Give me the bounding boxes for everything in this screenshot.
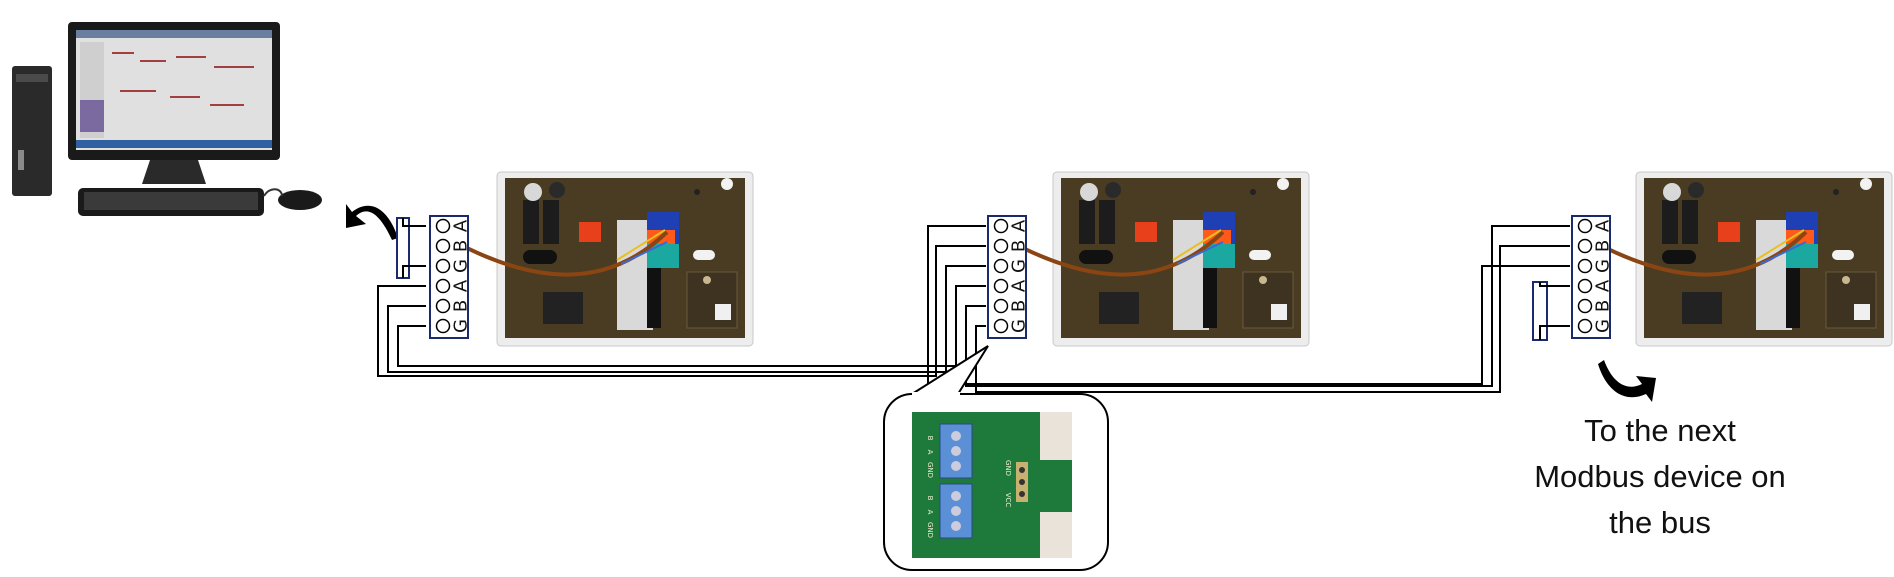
pin-label: B	[1009, 240, 1030, 252]
pin-label: G	[451, 319, 472, 333]
inset-label: A	[926, 510, 934, 515]
desktop-computer-icon	[12, 22, 322, 216]
inset-label: VCC	[1004, 493, 1012, 508]
inset-label: B	[926, 496, 934, 501]
terminal-block-3: A B G A B G	[1571, 215, 1614, 339]
pin-label: A	[451, 219, 472, 232]
pin-label: A	[1593, 219, 1614, 232]
pin-label: G	[1593, 319, 1614, 333]
pin-label: G	[1593, 259, 1614, 273]
connector-callout: B A GND B A GND GND VCC	[883, 345, 1109, 571]
terminal-block-1: A B G A B G	[429, 215, 472, 339]
return-arrow-icon	[346, 204, 398, 240]
connector-board-photo: B A GND B A GND GND VCC	[912, 412, 1072, 558]
inset-label: GND	[1004, 460, 1012, 476]
continue-arrow-icon	[1598, 360, 1656, 402]
terminal-block-2: A B G A B G	[987, 215, 1030, 339]
bus-wiring	[377, 225, 1570, 393]
thermostat-device-1	[465, 170, 755, 348]
inset-label: A	[926, 450, 934, 455]
inset-label: B	[926, 436, 934, 441]
inset-label: GND	[926, 462, 934, 478]
caption-line: To the next	[1584, 413, 1736, 448]
thermostat-device-2	[1021, 170, 1311, 348]
pin-label: B	[1009, 300, 1030, 312]
pin-label: A	[451, 279, 472, 292]
pin-label: G	[1009, 319, 1030, 333]
pin-label: B	[451, 300, 472, 312]
inset-label: GND	[926, 522, 934, 538]
pin-label: B	[451, 240, 472, 252]
pin-label: B	[1593, 240, 1614, 252]
pin-label: A	[1593, 279, 1614, 292]
pin-label: A	[1009, 219, 1030, 232]
next-device-caption: To the next Modbus device on the bus	[1480, 408, 1840, 546]
pin-label: B	[1593, 300, 1614, 312]
pin-label: G	[1009, 259, 1030, 273]
caption-line: Modbus device on	[1534, 459, 1786, 494]
pin-label: G	[451, 259, 472, 273]
caption-line: the bus	[1609, 505, 1711, 540]
pin-label: A	[1009, 279, 1030, 292]
thermostat-device-3	[1604, 170, 1894, 348]
